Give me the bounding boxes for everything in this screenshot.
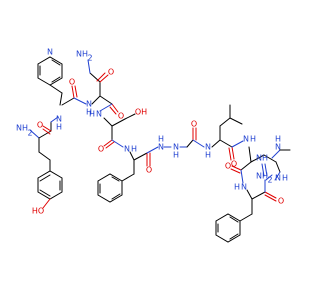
asn-side-carbonyl-o: O	[108, 68, 114, 77]
asn-carbonyl-o: O	[118, 112, 124, 121]
pyridylalanine	[37, 56, 87, 106]
hydrazide-n2: N	[173, 143, 179, 152]
tyr-amine-subscript: 2	[27, 129, 32, 138]
cterm-carbonyl-o: O	[278, 197, 284, 206]
hydrazide-n1: N	[158, 143, 164, 152]
phe-carbonyl-o: O	[146, 166, 152, 175]
tyrosine-backbone	[29, 116, 59, 153]
molecule-structure: NH 2 N H O HO N N H O NH 2 O N H O OH N …	[16, 48, 291, 243]
pyridine-n: N	[47, 48, 53, 57]
urea-leu-h: H	[205, 151, 211, 160]
amidine-nme-h: H	[275, 135, 281, 144]
amidine-nme-n: N	[275, 143, 281, 152]
leu-carbonyl-o: O	[231, 160, 237, 169]
arg-side-n: N	[275, 174, 281, 183]
atom-labels: NH 2 N H O HO N N H O NH 2 O N H O OH N …	[16, 48, 288, 216]
methylguanidine	[261, 149, 291, 181]
asparagine	[87, 59, 119, 115]
tyr-pal-amide-h: H	[56, 123, 62, 132]
tyr-pal-amide-n: N	[56, 115, 62, 124]
tyrosine-ring	[37, 151, 63, 209]
aza-urea-link	[163, 127, 205, 148]
arg-side-h: H	[282, 174, 288, 183]
cterm-amide-label: NH	[256, 172, 268, 181]
ser-carbonyl-o: O	[98, 145, 104, 154]
hydrazide-h2: H	[173, 151, 179, 160]
phenylalanine-amide	[215, 179, 277, 243]
pal-asn-amide-n: N	[86, 100, 92, 109]
asn-side-amide-subscript: 2	[87, 54, 92, 63]
arginine	[230, 146, 281, 184]
cterm-amide-subscript: 2	[267, 176, 272, 185]
ser-phe-amide-h: H	[131, 145, 137, 154]
urea-carbonyl-o: O	[191, 120, 197, 129]
ser-hydroxyl: OH	[135, 108, 147, 117]
ser-phe-amide-n: N	[124, 145, 130, 154]
leucine	[211, 104, 244, 161]
asn-ser-amide-h: H	[89, 110, 95, 119]
hydrazide-h1: H	[158, 135, 164, 144]
arg-carbonyl-o: O	[225, 162, 231, 171]
tyr-amine-label: NH	[16, 124, 28, 133]
asn-ser-amide-n: N	[96, 110, 102, 119]
amidine-nh-label: NH	[256, 154, 268, 163]
arg-phe-amide-h: H	[234, 183, 240, 192]
pal-carbonyl-o: O	[69, 78, 75, 87]
asn-side-amide-label: NH	[76, 50, 88, 59]
serine	[103, 113, 136, 149]
urea-leu-n: N	[205, 143, 211, 152]
tyr-carbonyl-o: O	[37, 121, 43, 130]
arg-phe-amide-n: N	[241, 183, 247, 192]
pal-asn-amide-h: H	[86, 108, 92, 117]
leu-arg-amide-n: N	[243, 135, 249, 144]
phenol-oh: HO	[32, 207, 44, 216]
structure-svg: NH 2 N H O HO N N H O NH 2 O N H O OH N …	[16, 48, 291, 243]
leu-arg-amide-h: H	[250, 135, 256, 144]
phenylalanine-1	[97, 146, 159, 203]
